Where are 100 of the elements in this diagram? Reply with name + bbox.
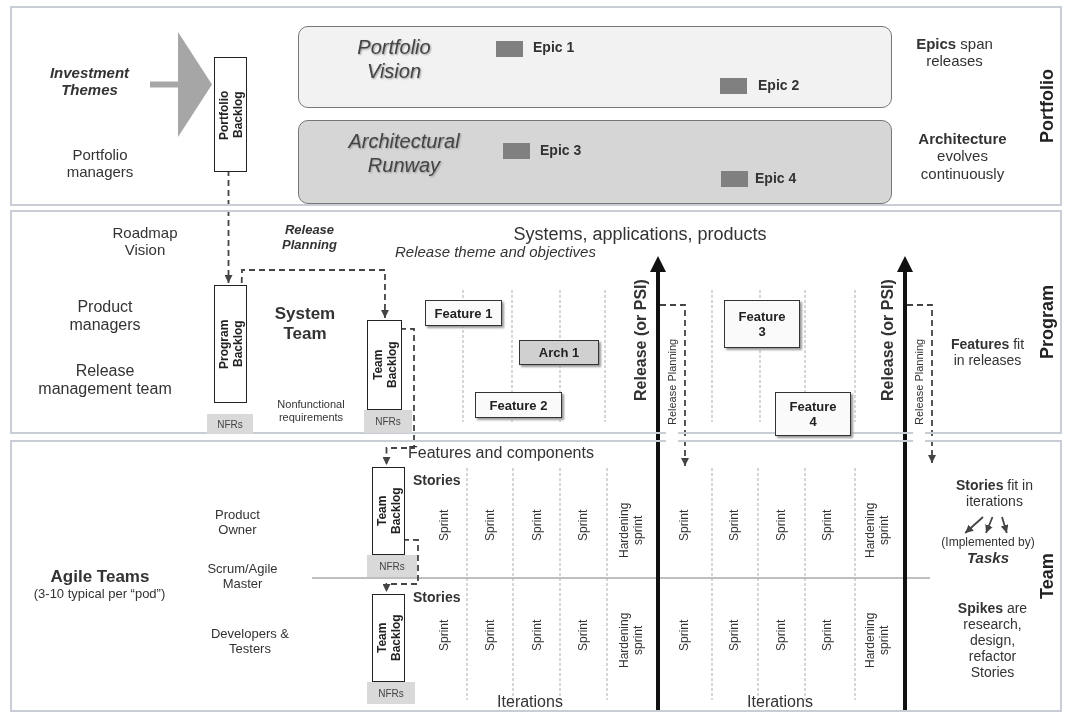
sprint-label: Sprint bbox=[678, 618, 692, 653]
annotation-text: Epics span releases bbox=[915, 35, 994, 70]
arrow bbox=[985, 516, 994, 534]
lane-title: Team bbox=[1037, 552, 1058, 601]
team-heading: System Team bbox=[273, 304, 337, 344]
epic-marker bbox=[503, 143, 530, 159]
note-text: (Implemented by) bbox=[940, 535, 1036, 549]
sprint-label: Hardening sprint bbox=[864, 501, 892, 560]
epic-marker bbox=[720, 78, 747, 94]
sprint-label: Sprint bbox=[775, 508, 789, 543]
sprint-label: Sprint bbox=[678, 508, 692, 543]
arrow bbox=[240, 269, 389, 319]
annotation-text: Features fit in releases bbox=[949, 336, 1026, 369]
feature-card bbox=[425, 300, 502, 326]
swimlane-band bbox=[10, 440, 1062, 712]
sprint-label: Sprint bbox=[577, 508, 591, 543]
backlog-box bbox=[372, 467, 405, 555]
feature-label: Arch 1 bbox=[538, 345, 580, 360]
feature-label: Feature 2 bbox=[489, 397, 548, 413]
swimlane-band bbox=[10, 6, 1062, 206]
arrow bbox=[659, 304, 689, 467]
arrow bbox=[382, 538, 419, 593]
nfr-tag bbox=[207, 414, 253, 434]
epic-label: Epic 3 bbox=[540, 142, 582, 158]
epic-label: Epic 1 bbox=[533, 39, 575, 55]
annotation-text: Roadmap Vision bbox=[111, 224, 179, 259]
lane-title: Portfolio bbox=[1037, 68, 1058, 145]
nfr-label: NFRs bbox=[375, 416, 401, 427]
arrow bbox=[1000, 516, 1009, 534]
annotation-text: Stories bbox=[413, 589, 462, 606]
annotation-text: Architecture evolves continuously bbox=[917, 130, 1008, 182]
chevron-arrow bbox=[150, 32, 212, 137]
vision-panel bbox=[298, 26, 892, 108]
sprint-label: Sprint bbox=[728, 618, 742, 653]
feature-label: Feature 1 bbox=[434, 305, 493, 321]
heading-text: Investment Themes bbox=[27, 64, 152, 109]
nfr-label: NFRs bbox=[379, 560, 405, 572]
annotation-text: Nonfunctional requirements bbox=[276, 398, 346, 424]
annotation-text: Developers & Testers bbox=[209, 627, 290, 657]
nfr-label: NFRs bbox=[217, 418, 243, 430]
release-label: Release (or PSI) bbox=[632, 278, 650, 404]
annotation-text: Spikes are research, design, refactor Stories bbox=[956, 600, 1029, 681]
backlog-label: Team Backlog bbox=[374, 613, 403, 664]
panel-title: Architectural Runway bbox=[346, 129, 461, 177]
backlog-label: Program Backlog bbox=[216, 318, 245, 371]
nfr-tag bbox=[367, 682, 415, 704]
sprint-label: Hardening sprint bbox=[618, 501, 646, 560]
feature-card bbox=[775, 392, 851, 436]
arrow bbox=[906, 304, 936, 464]
task-heading: Tasks bbox=[966, 549, 1010, 566]
epic-label: Epic 2 bbox=[758, 77, 800, 93]
note-text: Stories fit in iterations bbox=[947, 477, 1042, 519]
sprint-label: Sprint bbox=[438, 508, 452, 543]
annotation-text: Release management team bbox=[37, 362, 173, 399]
backlog-box bbox=[214, 57, 247, 172]
sprint-label: Sprint bbox=[531, 508, 545, 543]
backlog-label: Portfolio Backlog bbox=[216, 88, 245, 142]
feature-card bbox=[519, 340, 599, 365]
sprint-label: Hardening sprint bbox=[618, 611, 646, 670]
arrow bbox=[964, 516, 984, 534]
annotation-text: Scrum/Agile Master bbox=[206, 562, 279, 592]
nfr-tag bbox=[364, 410, 412, 433]
sprint-label: Hardening sprint bbox=[864, 611, 892, 670]
backlog-label: Team Backlog bbox=[374, 486, 403, 537]
sprint-label: Sprint bbox=[484, 618, 498, 653]
backlog-box bbox=[214, 285, 247, 403]
feature-label: Feature 3 bbox=[737, 309, 787, 339]
feature-card bbox=[475, 392, 562, 418]
epic-marker bbox=[721, 171, 748, 187]
epic-marker bbox=[496, 41, 523, 57]
annotation-text: Portfolio managers bbox=[65, 146, 135, 181]
annotation-text: Stories bbox=[413, 472, 462, 489]
feature-card bbox=[724, 300, 800, 348]
panel-title: Portfolio Vision bbox=[356, 35, 432, 83]
lane-title: Program bbox=[1037, 284, 1058, 361]
epic-label: Epic 4 bbox=[755, 170, 797, 186]
backlog-box bbox=[372, 594, 405, 682]
annotation-text: (3-10 typical per “pod”) bbox=[32, 587, 167, 602]
annotation-text: Product managers bbox=[68, 298, 142, 335]
sprint-label: Sprint bbox=[728, 508, 742, 543]
annotation-text: Iterations bbox=[746, 693, 814, 712]
backlog-label: Team Backlog bbox=[370, 340, 399, 391]
sprint-label: Sprint bbox=[577, 618, 591, 653]
runway-panel bbox=[298, 120, 892, 204]
annotation-text: Systems, applications, products bbox=[512, 224, 768, 245]
annotation-text: Features and components bbox=[408, 444, 595, 463]
release-label: Release (or PSI) bbox=[879, 278, 897, 404]
annotation-text: Iterations bbox=[496, 693, 564, 712]
annotation-text: Product Owner bbox=[214, 508, 261, 538]
sprint-label: Sprint bbox=[821, 618, 835, 653]
backlog-box bbox=[367, 320, 402, 410]
sprint-label: Sprint bbox=[438, 618, 452, 653]
annotation-text: Release theme and objectives bbox=[395, 243, 596, 261]
nfr-tag bbox=[367, 555, 417, 577]
sprint-label: Sprint bbox=[531, 618, 545, 653]
sprint-label: Sprint bbox=[821, 508, 835, 543]
nfr-label: NFRs bbox=[378, 687, 404, 699]
sprint-label: Sprint bbox=[484, 508, 498, 543]
arrow bbox=[382, 327, 415, 466]
team-heading: Agile Teams bbox=[49, 567, 151, 587]
